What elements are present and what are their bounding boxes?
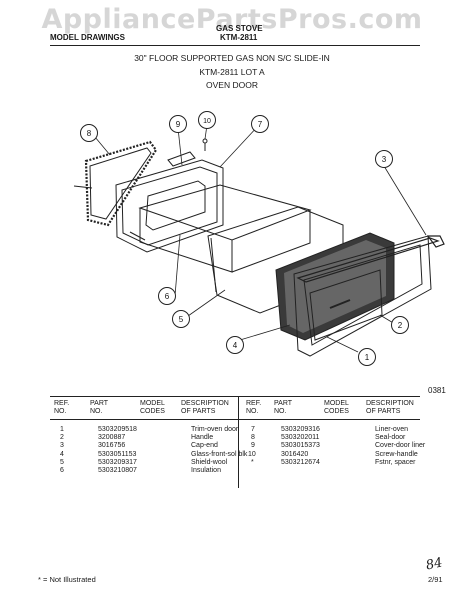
table-top-rule bbox=[50, 396, 420, 397]
gasket-seal-drawing bbox=[73, 140, 158, 227]
callout-3: 3 bbox=[382, 155, 387, 164]
watermark: AppliancePartsPros.com bbox=[41, 4, 423, 35]
callout-1: 1 bbox=[365, 353, 370, 362]
handwritten-note: 84 bbox=[424, 555, 444, 574]
door-trim-drawing bbox=[293, 235, 432, 357]
callout-6: 6 bbox=[165, 292, 170, 301]
stove-type-label: GAS STOVE bbox=[216, 24, 263, 33]
callout-markers bbox=[80, 111, 409, 366]
leader-lines bbox=[94, 124, 427, 353]
header-rule bbox=[50, 45, 420, 46]
diagram-lot: KTM-2811 LOT A bbox=[199, 67, 265, 77]
diagram-section: OVEN DOOR bbox=[206, 80, 258, 90]
oven-liner-drawing bbox=[115, 138, 224, 253]
exploded-diagram: 1 2 3 4 5 6 7 8 9 10 bbox=[73, 111, 445, 366]
door-handle-drawing bbox=[296, 235, 445, 283]
col-ref: REF.NO. bbox=[246, 400, 262, 415]
footnote: * = Not Illustrated bbox=[38, 575, 96, 584]
figure-number: 0381 bbox=[428, 386, 446, 395]
header-row-rule bbox=[50, 419, 420, 420]
callout-5: 5 bbox=[179, 315, 184, 324]
callout-9: 9 bbox=[176, 120, 181, 129]
callout-8: 8 bbox=[87, 129, 92, 138]
callout-7: 7 bbox=[258, 120, 263, 129]
callout-4: 4 bbox=[233, 341, 238, 350]
callout-2: 2 bbox=[398, 321, 403, 330]
col-ref: REF.NO. bbox=[54, 400, 70, 415]
door-insulation-drawing bbox=[138, 184, 312, 273]
diagram-title: 30" FLOOR SUPPORTED GAS NON S/C SLIDE-IN bbox=[134, 53, 330, 63]
section-title: MODEL DRAWINGS bbox=[50, 33, 125, 42]
page-number: 2/91 bbox=[428, 575, 443, 584]
callout-10: 10 bbox=[203, 118, 211, 125]
column-divider bbox=[238, 396, 239, 488]
model-label: KTM-2811 bbox=[220, 33, 258, 42]
